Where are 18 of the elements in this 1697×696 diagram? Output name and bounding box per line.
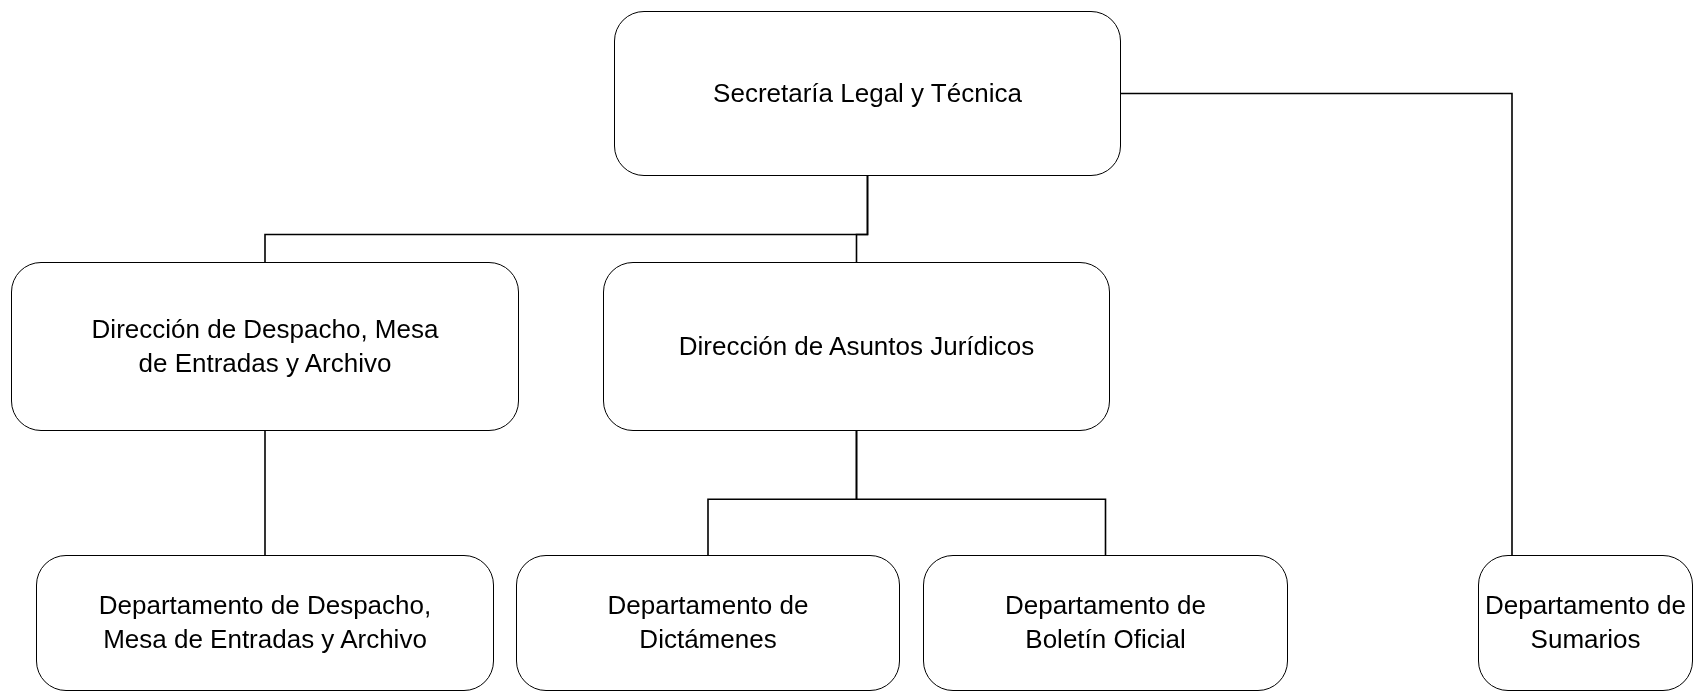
org-unit-box xyxy=(603,262,1110,431)
connector-line xyxy=(264,430,266,556)
org-unit-box xyxy=(516,555,900,691)
unit-name: Departamento de Boletín Oficial xyxy=(1004,589,1207,656)
unit-name: Departamento de Dictámenes xyxy=(606,589,810,656)
unit-name: Dirección de Despacho, Mesa de Entradas y Archivo xyxy=(90,312,440,380)
connector-line xyxy=(1120,92,1513,556)
org-unit-box xyxy=(11,262,519,431)
unit-name: Secretaría Legal y Técnica xyxy=(713,76,1022,110)
unit-name: Departamento de Sumarios xyxy=(1484,589,1687,656)
connector-line xyxy=(855,175,869,263)
unit-name: Dirección de Asuntos Jurídicos xyxy=(678,329,1035,363)
unit-name: Departamento de Despacho, Mesa de Entradas y Archivo xyxy=(97,589,433,656)
org-unit-box xyxy=(36,555,494,691)
org-unit-box xyxy=(614,11,1121,176)
org-unit-box xyxy=(923,555,1288,691)
org-unit-box xyxy=(1478,555,1693,691)
connector-line xyxy=(855,430,1107,556)
